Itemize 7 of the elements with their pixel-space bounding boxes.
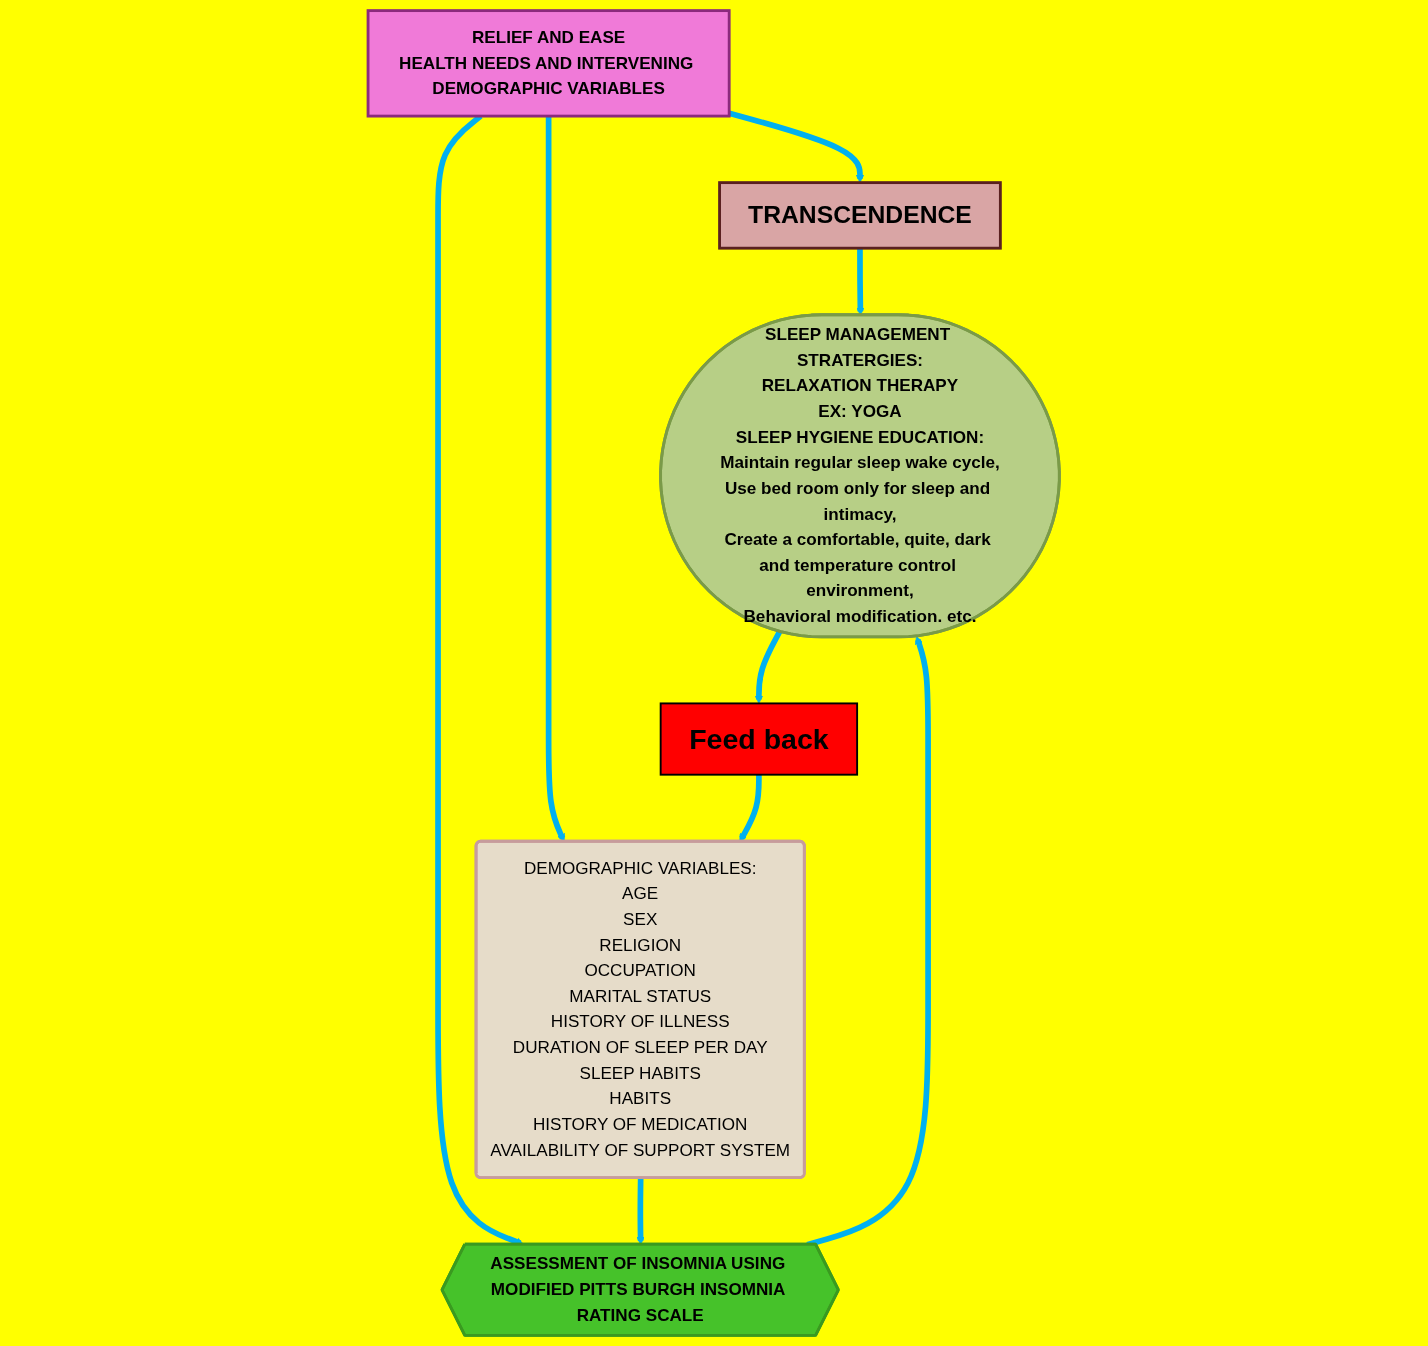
arrow: [806, 635, 932, 1248]
node-box: Feed back: [660, 702, 859, 776]
arrow: [755, 630, 783, 704]
arrow: [728, 110, 865, 183]
node-box: TRANSCENDENCE: [718, 181, 1003, 250]
arrow: [636, 1178, 646, 1245]
node-box: RELIEF AND EASE HEALTH NEEDS AND INTERVENING DEMOGRAPHIC VARIABLES: [366, 9, 731, 118]
